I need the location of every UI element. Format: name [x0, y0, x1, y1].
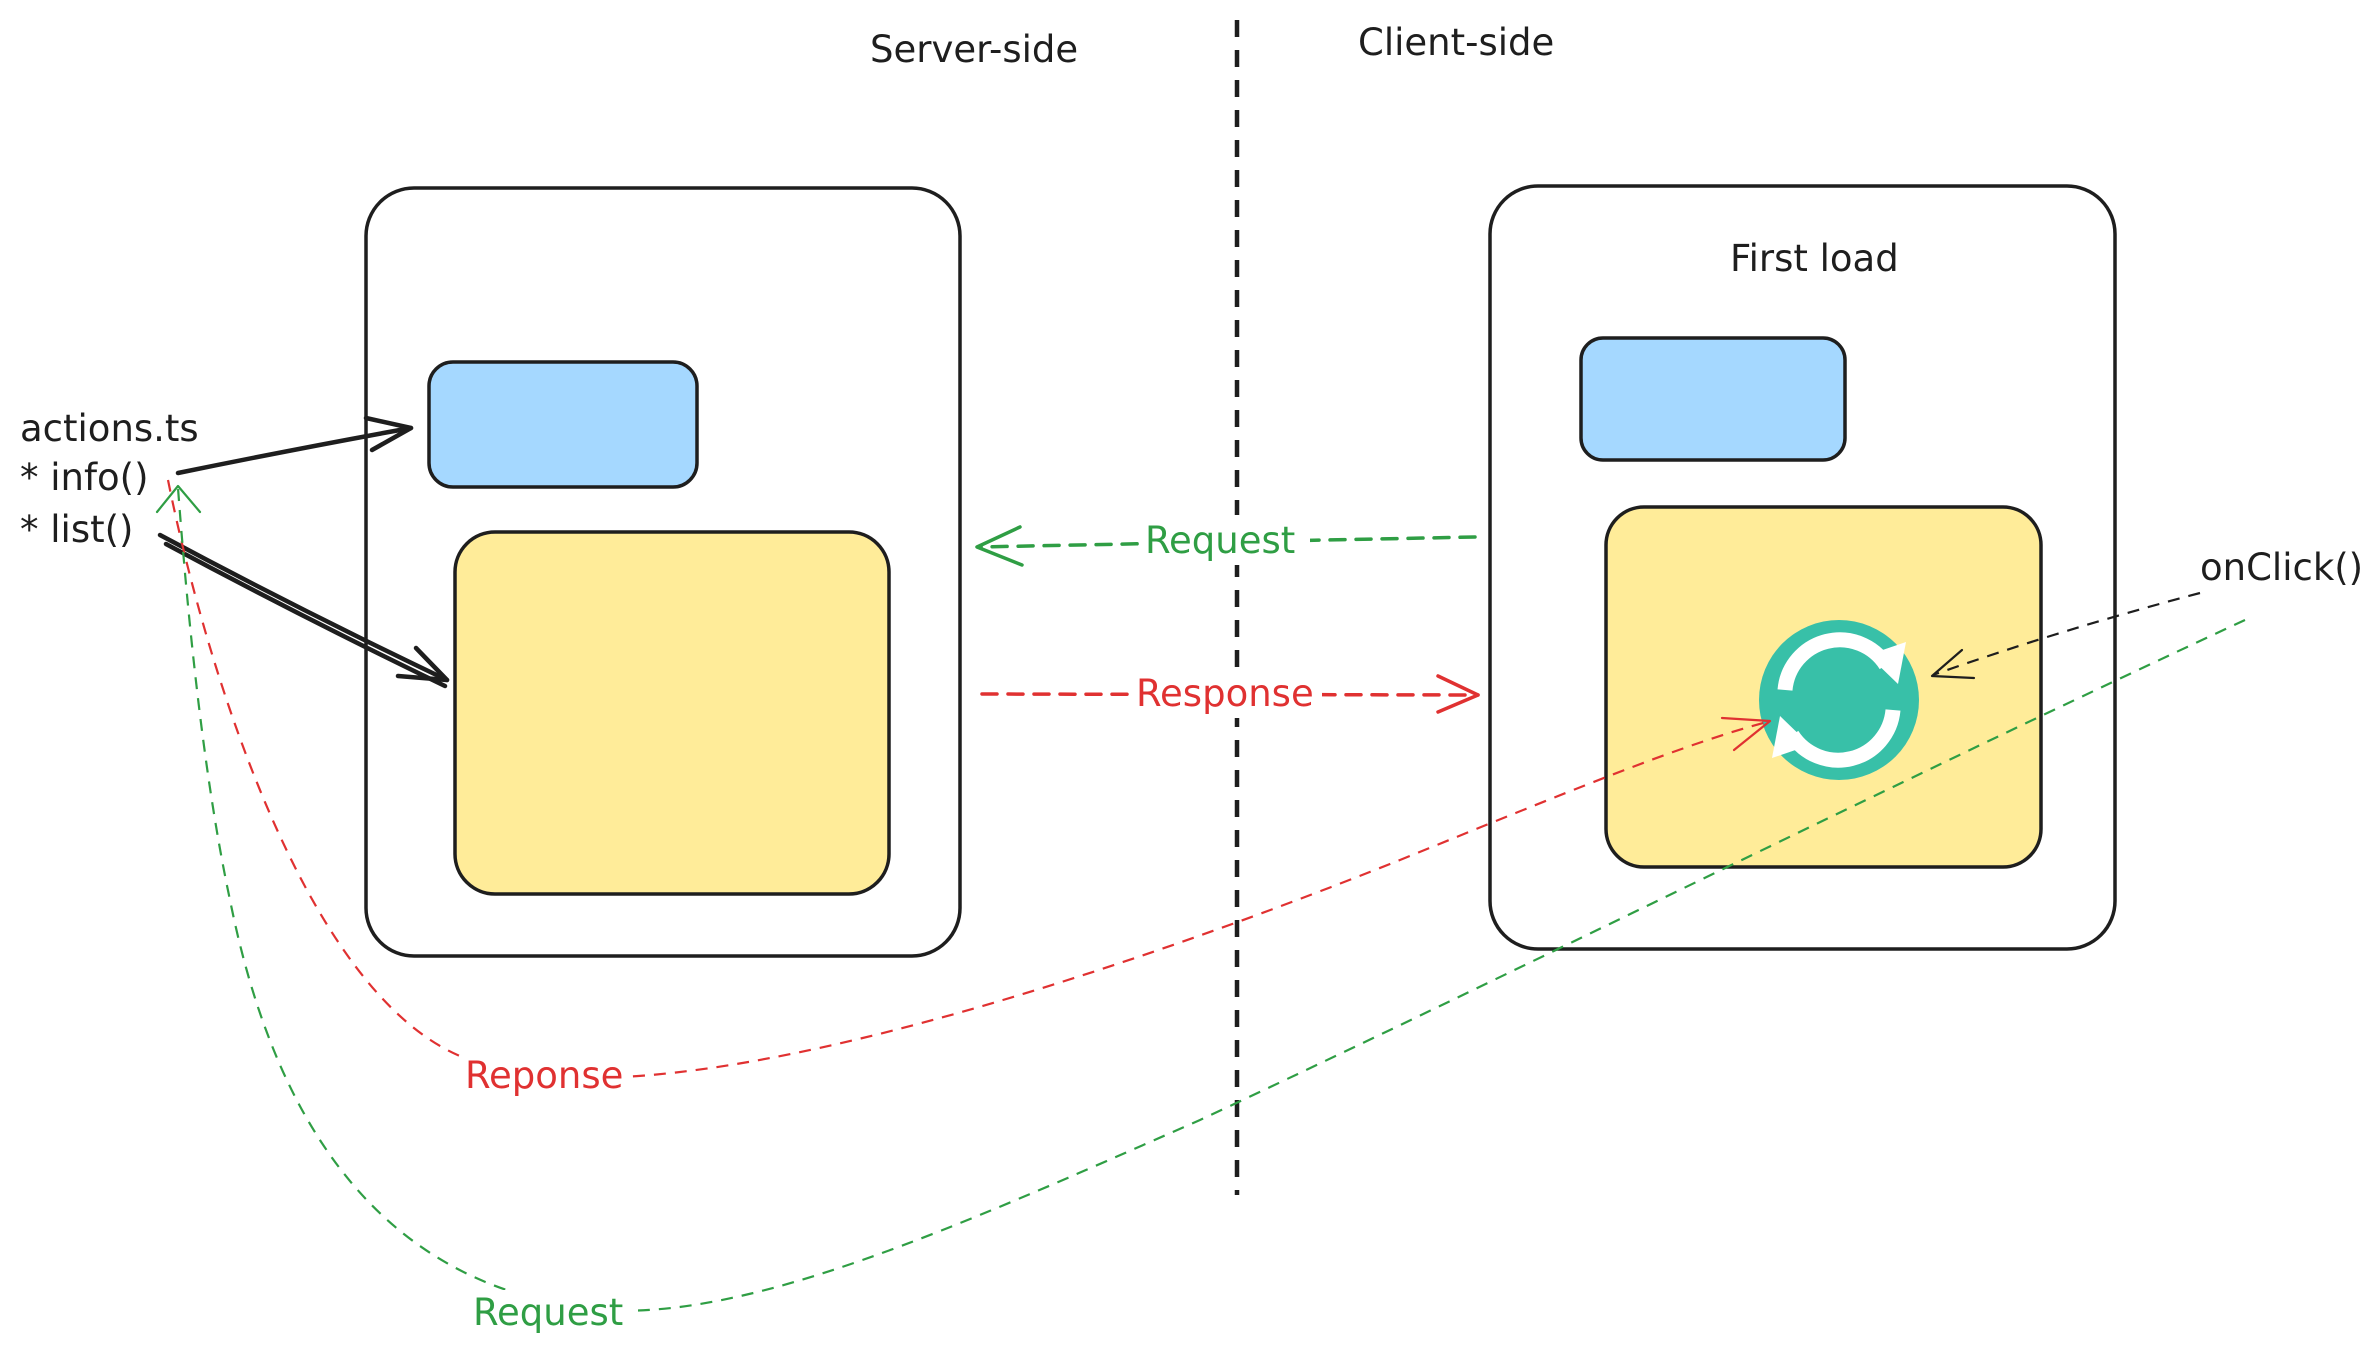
- client-side-label: Client-side: [1358, 21, 1554, 64]
- info-to-blue-arrow: [175, 415, 414, 476]
- curved-request-label: Request: [473, 1291, 623, 1334]
- server-side-label: Server-side: [870, 28, 1078, 71]
- middle-request-arrow: Request: [975, 515, 1477, 567]
- curved-request-arrow: Request: [155, 484, 2246, 1336]
- curved-response-label: Reponse: [465, 1054, 623, 1097]
- middle-response-arrow: Response: [980, 668, 1480, 718]
- first-load-label: First load: [1730, 237, 1899, 280]
- list-to-yellow-arrow: [157, 532, 450, 689]
- onclick-label: onClick(): [2200, 546, 2363, 589]
- client-blue-block: [1579, 336, 1847, 462]
- client-page-frame: First load: [1488, 184, 2117, 951]
- server-blue-block: [427, 360, 699, 489]
- action-info-label: * info(): [20, 456, 149, 499]
- middle-response-label: Response: [1136, 672, 1314, 715]
- server-yellow-block: [453, 530, 891, 896]
- onclick-to-refresh-arrow: [1930, 591, 2201, 680]
- action-list-label: * list(): [20, 508, 133, 551]
- actions-file-label: actions.ts: [20, 407, 199, 450]
- refresh-icon[interactable]: [1759, 620, 1919, 780]
- server-page-frame: [364, 186, 962, 958]
- curved-response-arrow: Reponse: [166, 479, 1772, 1097]
- middle-request-label: Request: [1145, 519, 1295, 562]
